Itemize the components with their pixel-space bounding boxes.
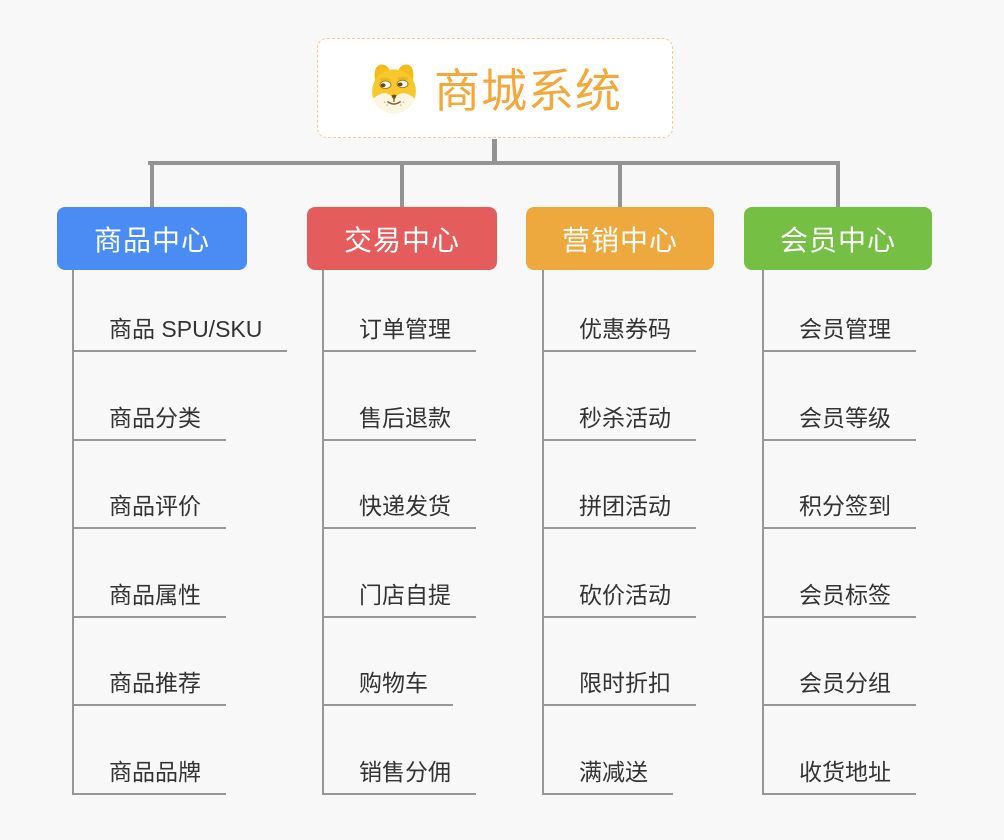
leaf-item[interactable]: 会员管理: [764, 270, 916, 352]
leaf-item-label: 售后退款: [324, 399, 476, 441]
leaf-column-marketing-center: 优惠券码秒杀活动拼团活动砍价活动限时折扣满减送: [542, 270, 696, 795]
leaf-item-label: 会员管理: [764, 310, 916, 352]
leaf-column-member-center: 会员管理会员等级积分签到会员标签会员分组收货地址: [762, 270, 916, 795]
root-connector-stem: [492, 139, 497, 164]
leaf-item[interactable]: 砍价活动: [544, 529, 696, 618]
connector-drop-member-center: [836, 163, 840, 207]
leaf-item[interactable]: 销售分佣: [324, 706, 476, 795]
leaf-item[interactable]: 快递发货: [324, 441, 476, 529]
leaf-item-label: 商品属性: [74, 576, 226, 618]
leaf-item[interactable]: 收货地址: [764, 706, 916, 795]
branch-node-trade-center[interactable]: 交易中心: [307, 207, 497, 270]
leaf-item[interactable]: 购物车: [324, 618, 476, 706]
leaf-item[interactable]: 商品品牌: [74, 706, 287, 795]
leaf-item-label: 收货地址: [764, 753, 916, 795]
leaf-item-label: 商品评价: [74, 487, 226, 529]
leaf-item[interactable]: 秒杀活动: [544, 352, 696, 441]
leaf-item[interactable]: 商品属性: [74, 529, 287, 618]
leaf-item-label: 商品推荐: [74, 664, 226, 706]
leaf-item-label: 砍价活动: [544, 576, 696, 618]
leaf-item-label: 积分签到: [764, 487, 916, 529]
leaf-item-label: 商品 SPU/SKU: [74, 310, 288, 352]
leaf-column-trade-center: 订单管理售后退款快递发货门店自提购物车销售分佣: [322, 270, 476, 795]
leaf-item[interactable]: 限时折扣: [544, 618, 696, 706]
leaf-item-label: 会员分组: [764, 664, 916, 706]
leaf-item[interactable]: 会员等级: [764, 352, 916, 441]
leaf-item-label: 满减送: [544, 753, 673, 795]
leaf-item-label: 优惠券码: [544, 310, 696, 352]
leaf-item[interactable]: 积分签到: [764, 441, 916, 529]
leaf-item[interactable]: 商品分类: [74, 352, 287, 441]
connector-drop-product-center: [150, 163, 154, 207]
root-node-mall-system[interactable]: 商城系统: [317, 38, 673, 138]
leaf-item-label: 销售分佣: [324, 753, 476, 795]
connector-drop-marketing-center: [618, 163, 622, 207]
leaf-item[interactable]: 优惠券码: [544, 270, 696, 352]
leaf-item[interactable]: 商品 SPU/SKU: [74, 270, 288, 352]
leaf-item[interactable]: 会员分组: [764, 618, 916, 706]
leaf-item[interactable]: 商品推荐: [74, 618, 287, 706]
branch-connector-bus: [148, 161, 840, 165]
leaf-item-label: 购物车: [324, 664, 453, 706]
leaf-item-label: 拼团活动: [544, 487, 696, 529]
leaf-item-label: 会员等级: [764, 399, 916, 441]
leaf-item-label: 门店自提: [324, 576, 476, 618]
branch-node-product-center[interactable]: 商品中心: [57, 207, 247, 270]
leaf-item[interactable]: 商品评价: [74, 441, 287, 529]
branch-node-marketing-center[interactable]: 营销中心: [526, 207, 714, 270]
leaf-item-label: 快递发货: [324, 487, 476, 529]
leaf-item[interactable]: 售后退款: [324, 352, 476, 441]
leaf-item[interactable]: 拼团活动: [544, 441, 696, 529]
doge-icon: [372, 64, 416, 114]
leaf-item-label: 会员标签: [764, 576, 916, 618]
branch-node-member-center[interactable]: 会员中心: [744, 207, 932, 270]
leaf-item[interactable]: 订单管理: [324, 270, 476, 352]
leaf-item-label: 订单管理: [324, 310, 476, 352]
leaf-item-label: 商品分类: [74, 399, 226, 441]
connector-drop-trade-center: [400, 163, 404, 207]
leaf-item-label: 秒杀活动: [544, 399, 696, 441]
leaf-item-label: 限时折扣: [544, 664, 696, 706]
leaf-item-label: 商品品牌: [74, 753, 226, 795]
leaf-item[interactable]: 满减送: [544, 706, 696, 795]
leaf-column-product-center: 商品 SPU/SKU 商品分类商品评价商品属性商品推荐商品品牌: [72, 270, 288, 795]
leaf-item[interactable]: 门店自提: [324, 529, 476, 618]
leaf-item[interactable]: 会员标签: [764, 529, 916, 618]
root-node-label: 商城系统: [434, 65, 622, 117]
